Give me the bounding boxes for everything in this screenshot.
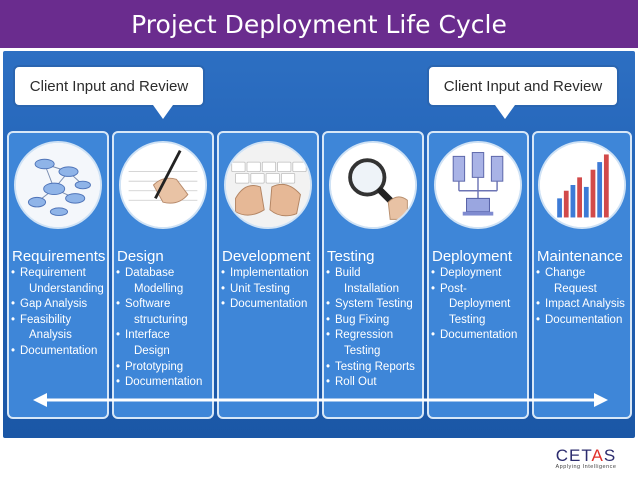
page-title: Project Deployment Life Cycle (0, 0, 638, 48)
list-item: Requirement (11, 266, 107, 282)
list-item: Change (536, 266, 630, 282)
list-item: Documentation (221, 297, 317, 313)
list-item: structuring (134, 313, 188, 326)
list-item: Documentation (536, 313, 630, 329)
list-item: Analysis (29, 329, 72, 342)
lifecycle-board: Client Input and Review Client Input and… (3, 51, 635, 438)
list-item: Understanding (29, 282, 104, 295)
logo-accent: A (591, 446, 604, 465)
list-item: Deployment (431, 266, 527, 282)
list-item: Bug Fixing (326, 313, 422, 329)
phase-maintenance: Maintenance Change Request Impact Analys… (532, 131, 632, 419)
logo: CETAS Applying Intelligence (546, 446, 626, 476)
list-item: Installation (344, 282, 399, 295)
page-title-text: Project Deployment Life Cycle (131, 9, 507, 39)
list-item: Prototyping (116, 360, 212, 376)
phase-items: Deployment Post- Deployment Testing Docu… (431, 266, 527, 344)
list-item: Build (326, 266, 422, 282)
list-item: Post- (431, 282, 527, 298)
list-item: Testing (449, 313, 486, 326)
list-item: Software (116, 297, 212, 313)
magnifier-icon (329, 141, 417, 229)
client-input-label: Client Input and Review (29, 77, 189, 95)
bar-chart-icon (538, 141, 626, 229)
list-item: Deployment (449, 298, 511, 311)
phase-items: Requirement Understanding Gap Analysis F… (11, 266, 107, 360)
list-item: Request (554, 282, 597, 295)
list-item: Implementation (221, 266, 317, 282)
network-servers-icon (434, 141, 522, 229)
pen-writing-icon (119, 141, 207, 229)
phase-items: Implementation Unit Testing Documentatio… (221, 266, 317, 313)
phase-deployment: Deployment Deployment Post- Deployment T… (427, 131, 529, 419)
list-item: Documentation (11, 344, 107, 360)
phase-development: Development Implementation Unit Testing … (217, 131, 319, 419)
list-item: Interface (116, 328, 212, 344)
phase-items: Build Installation System Testing Bug Fi… (326, 266, 422, 391)
list-item: Testing Reports (326, 360, 422, 376)
double-arrow-icon (33, 393, 608, 407)
list-item: Impact Analysis (536, 297, 630, 313)
list-item: Documentation (116, 375, 212, 391)
list-item: Documentation (431, 328, 527, 344)
phase-title: Requirements (12, 248, 106, 265)
client-input-label: Client Input and Review (443, 77, 603, 95)
list-item: Design (134, 344, 170, 357)
list-item: Testing (344, 344, 381, 357)
diagram-icon (14, 141, 102, 229)
phase-title: Design (117, 248, 164, 265)
list-item: Roll Out (326, 375, 422, 391)
list-item: Regression (326, 328, 422, 344)
list-item: System Testing (326, 297, 422, 313)
phase-items: Change Request Impact Analysis Documenta… (536, 266, 630, 328)
phase-testing: Testing Build Installation System Testin… (322, 131, 424, 419)
keyboard-typing-icon (224, 141, 312, 229)
list-item: Database (116, 266, 212, 282)
logo-text: CET (555, 446, 592, 465)
list-item: Gap Analysis (11, 297, 107, 313)
list-item: Unit Testing (221, 282, 317, 298)
list-item: Feasibility (11, 313, 107, 329)
phase-title: Deployment (432, 248, 513, 265)
phase-requirements: Requirements Requirement Understanding G… (7, 131, 109, 419)
logo-tagline: Applying Intelligence (555, 464, 617, 470)
client-input-callout-left: Client Input and Review (13, 65, 205, 119)
phase-title: Testing (327, 248, 375, 265)
list-item: Modelling (134, 282, 184, 295)
phase-design: Design Database Modelling Software struc… (112, 131, 214, 419)
client-input-callout-right: Client Input and Review (427, 65, 619, 119)
phase-title: Development (222, 248, 311, 265)
phase-title: Maintenance (537, 248, 623, 265)
phase-items: Database Modelling Software structuring … (116, 266, 212, 391)
logo-text-end: S (603, 446, 617, 465)
